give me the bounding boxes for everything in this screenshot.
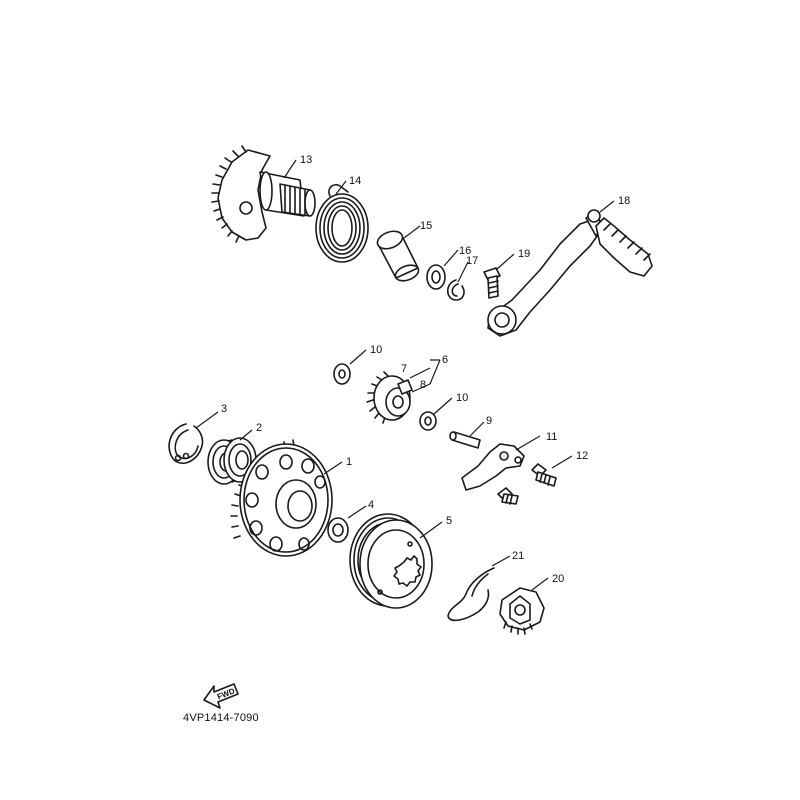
circlip-3-part [168,423,204,464]
callout-18: 18 [618,195,630,207]
starter-wheel-part [230,439,333,557]
callout-7: 7 [401,363,407,375]
callout-10-upper: 10 [370,344,382,356]
callout-11: 11 [546,431,557,443]
torsion-spring-part [315,183,369,263]
bolt-19-part [483,267,501,299]
callout-1: 1 [346,456,352,468]
washer-4-part [327,517,349,543]
pin-9-part [449,431,481,449]
bearing-2-part [207,437,257,485]
callout-12: 12 [576,450,588,462]
callouts: 1 2 3 4 5 6 7 8 9 10 10 11 12 13 14 15 1… [221,154,630,585]
washer-16-part [426,264,446,290]
callout-8: 8 [420,379,426,391]
callout-5: 5 [446,515,452,527]
idler-gear-part [366,371,413,424]
callout-10-lower: 10 [456,392,468,404]
fwd-arrow-icon: FWD [203,683,239,709]
callout-3: 3 [221,403,227,415]
one-way-clutch-part [349,513,433,609]
callout-9: 9 [486,415,492,427]
circlip-17-part [446,279,465,301]
guide-plate-part [461,443,525,491]
collar-part [376,230,420,282]
callout-21: 21 [512,550,524,562]
callout-2: 2 [256,422,262,434]
callout-14: 14 [349,175,361,187]
spring-clip-part [447,567,495,622]
callout-20: 20 [552,573,564,585]
callout-4: 4 [368,499,374,511]
callout-15: 15 [420,220,432,232]
kick-crank-part [487,209,653,337]
callout-17: 17 [466,255,478,267]
leader-lines [195,159,615,591]
washer-10-upper-part [333,363,351,385]
pinion-gear-part [499,587,545,635]
kick-axle-part [211,145,316,243]
washer-10-lower-part [419,411,437,431]
callout-19: 19 [518,248,530,260]
bolt-12b-part [497,487,519,505]
bolt-12-part [531,463,557,487]
callout-16: 16 [459,245,471,257]
diagram-code: 4VP1414-7090 [183,712,259,724]
callout-13: 13 [300,154,312,166]
callout-6: 6 [442,354,448,366]
